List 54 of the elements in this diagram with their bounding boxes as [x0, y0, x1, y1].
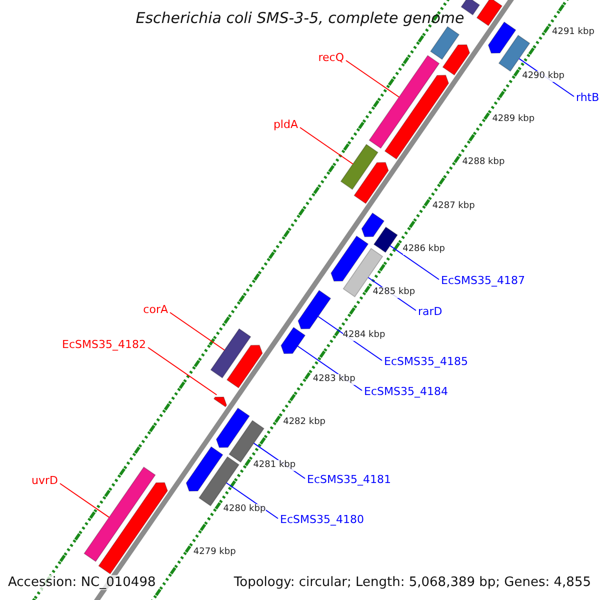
- scale-label: 4288 kbp: [462, 157, 505, 168]
- gene-bar: [330, 236, 369, 282]
- gene-label: EcSMS35_4187: [441, 274, 525, 287]
- leader-line: [300, 127, 354, 164]
- scale-label: 4291 kbp: [552, 27, 594, 38]
- gene-bar: [354, 162, 389, 204]
- gene-label: rarD: [418, 305, 442, 318]
- genome-info-text: Topology: circular; Length: 5,068,389 bp; Genes: 4,855: [234, 575, 591, 590]
- leader-line: [390, 245, 440, 280]
- gene-label: uvrD: [32, 474, 58, 487]
- gene-bar: [442, 44, 470, 76]
- gene-bar: [340, 144, 378, 190]
- accession-text: Accession: NC_010498: [8, 575, 156, 590]
- gene-bar: [498, 34, 530, 72]
- gene-bar: [384, 74, 450, 160]
- gene-bar: [186, 446, 224, 492]
- scale-label: 4281 kbp: [253, 460, 296, 472]
- gene-bar: [280, 326, 306, 354]
- scale-label: 4284 kbp: [342, 330, 386, 342]
- scale-label: 4280 kbp: [223, 504, 266, 514]
- scale-label: 4290 kbp: [522, 70, 564, 82]
- gene-bar: [361, 212, 385, 238]
- leader-line: [60, 483, 110, 518]
- gene-bar: [298, 290, 332, 330]
- scale-label: 4285 kbp: [372, 287, 416, 298]
- gene-bar: [476, 0, 503, 26]
- scale-label: 4279 kbp: [193, 546, 236, 558]
- gene-label: EcSMS35_4182: [62, 338, 146, 351]
- gene-label: recQ: [318, 51, 344, 64]
- gene-bar: [430, 26, 460, 60]
- scale-label: 4282 kbp: [283, 417, 326, 428]
- gene-label: EcSMS35_4181: [307, 473, 391, 486]
- gene-label: pldA: [273, 118, 298, 131]
- gene-bar: [226, 344, 263, 388]
- gene-bar: [373, 226, 398, 253]
- gene-bar: [488, 21, 516, 54]
- gene-bar: [210, 328, 252, 378]
- leader-line: [346, 60, 400, 98]
- gene-bar: [368, 54, 440, 149]
- gene-label: EcSMS35_4185: [384, 355, 468, 368]
- gene-bar: [84, 466, 156, 562]
- leader-line: [170, 312, 225, 351]
- gene-label: EcSMS35_4184: [364, 385, 448, 398]
- scale-label: 4287 kbp: [432, 200, 475, 212]
- gene-label: rhtB: [576, 91, 600, 104]
- gene-label: corA: [143, 303, 168, 316]
- gene-label: EcSMS35_4180: [280, 513, 364, 526]
- leader-line: [148, 347, 218, 396]
- scale-label: 4283 kbp: [312, 374, 356, 385]
- gene-bar: [460, 0, 480, 16]
- gene-bar: [216, 408, 250, 448]
- scale-label: 4289 kbp: [492, 114, 535, 125]
- gene-bar: [98, 482, 168, 574]
- scale-label: 4286 kbp: [402, 244, 445, 255]
